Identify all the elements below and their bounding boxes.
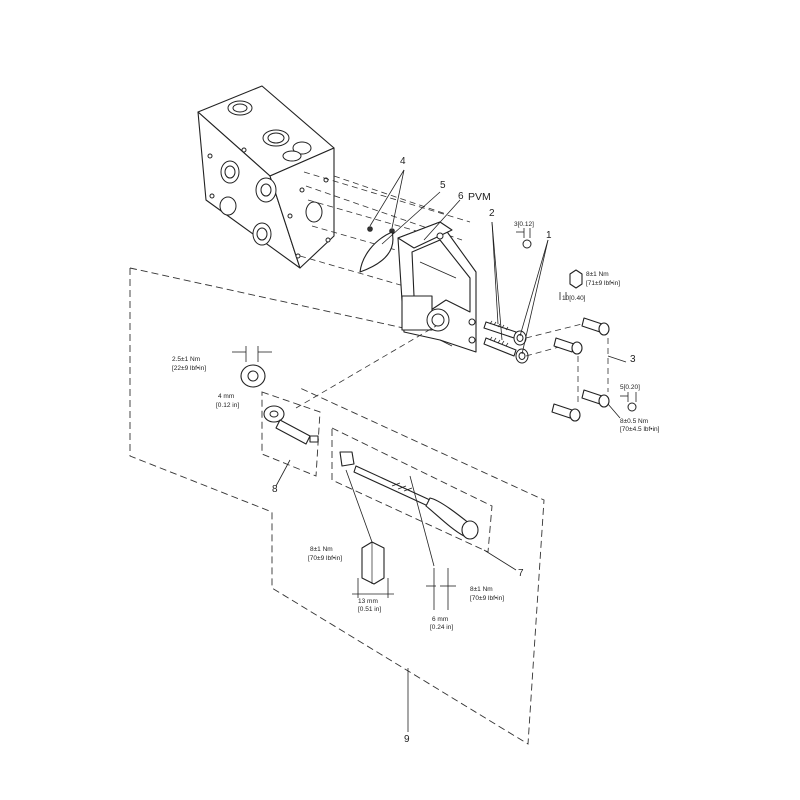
gap-gauge-3 bbox=[516, 228, 532, 249]
callout-1: 1 bbox=[546, 230, 552, 241]
spec-nut-torque-line2: [70±9 lbf•in] bbox=[308, 555, 342, 562]
spec-gap-3: 3[0.12] bbox=[514, 221, 534, 228]
callout-7: 7 bbox=[518, 568, 524, 579]
gap-gauge-5 bbox=[620, 392, 637, 412]
spec-gap-10: 10[0.40] bbox=[562, 295, 586, 302]
leader-lines bbox=[232, 169, 627, 732]
spec-handle-torque-line2: [70±9 lbf•in] bbox=[470, 595, 504, 602]
callout-9: 9 bbox=[404, 734, 410, 745]
kit-boundary-dashed bbox=[129, 267, 545, 745]
lever-washer bbox=[240, 364, 266, 388]
spec-torque-25-line2: [22±9 lbf•in] bbox=[172, 365, 206, 372]
spec-torque-25-line1: 2.5±1 Nm bbox=[172, 356, 200, 363]
callout-8: 8 bbox=[272, 484, 278, 495]
pvm-housing bbox=[397, 221, 477, 353]
lever-part-8 bbox=[263, 405, 319, 445]
spec-wrench-4-line2: [0.12 in] bbox=[216, 402, 239, 409]
spec-nut-torque-line1: 8±1 Nm bbox=[310, 546, 333, 553]
callout-6: 6 bbox=[458, 191, 464, 202]
spec-hex13-line2: [0.51 in] bbox=[358, 606, 381, 613]
spec-torque-805-line2: [70±4.5 lbf•in] bbox=[620, 426, 660, 433]
hex-nut-tool bbox=[345, 469, 394, 598]
seal-part-5 bbox=[359, 231, 394, 273]
alignment-lines-block bbox=[299, 171, 471, 287]
handle-box-dashed bbox=[331, 427, 493, 553]
spec-gap-5: 5[0.20] bbox=[620, 384, 640, 391]
lever-box-dashed bbox=[261, 391, 321, 477]
spec-torque-805-line1: 8±0.5 Nm bbox=[620, 418, 648, 425]
handle-part-7 bbox=[339, 451, 479, 540]
spec-torque-8-line2: [71±9 lbf•in] bbox=[586, 280, 620, 287]
lever-alignment-line bbox=[295, 325, 437, 409]
callout-4: 4 bbox=[400, 156, 406, 167]
screws-part-3 bbox=[525, 317, 610, 422]
torque-hex-icon bbox=[559, 269, 583, 300]
spec-flat6-line1: 6 mm bbox=[432, 616, 448, 623]
callout-5: 5 bbox=[440, 180, 446, 191]
spec-handle-torque-line1: 8±1 Nm bbox=[470, 586, 493, 593]
spec-wrench-4-line1: 4 mm bbox=[218, 393, 234, 400]
callout-3: 3 bbox=[630, 354, 636, 365]
spec-flat6-line2: [0.24 in] bbox=[430, 624, 453, 631]
flat-6mm-tool bbox=[409, 475, 456, 610]
washers-part-1 bbox=[513, 330, 529, 364]
screws-part-2 bbox=[483, 320, 517, 357]
torque-leader-right bbox=[607, 403, 621, 419]
label-pvm: PVM bbox=[468, 191, 491, 203]
spec-hex13-line1: 13 mm bbox=[358, 598, 378, 605]
callout-2: 2 bbox=[489, 208, 495, 219]
valve-block bbox=[197, 85, 335, 269]
spec-torque-8-line1: 8±1 Nm bbox=[586, 271, 609, 278]
